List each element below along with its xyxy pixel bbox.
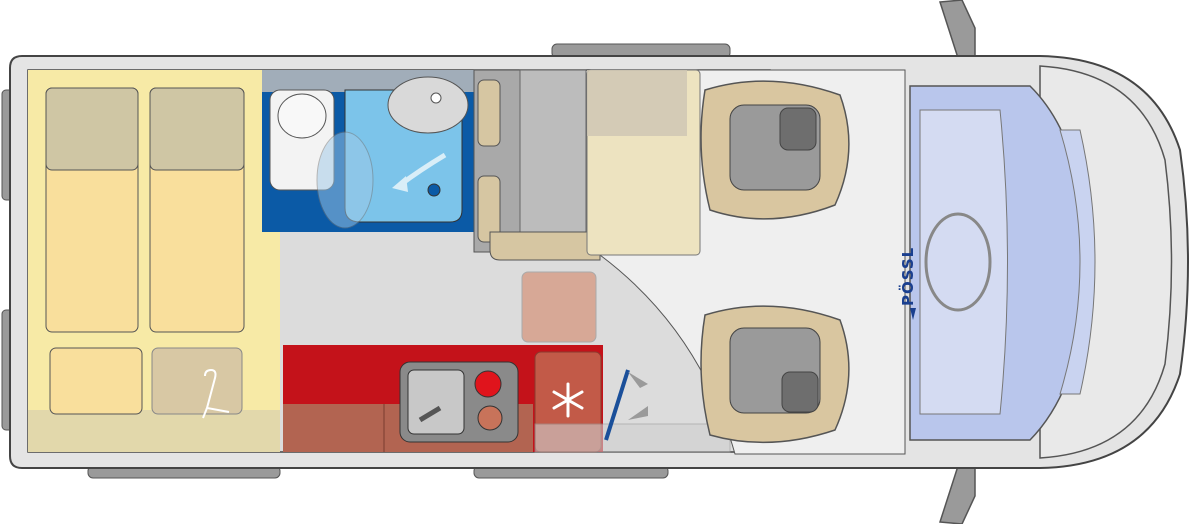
stove-burner-icon: [477, 405, 503, 431]
windshield-glass: [1059, 129, 1096, 395]
sliding-door: [604, 369, 630, 441]
basin-drain: [430, 92, 442, 104]
dashboard: [919, 109, 1008, 415]
wardrobe: [151, 347, 243, 415]
stove-burner-icon: [474, 370, 502, 398]
bed-cushion-top: [45, 87, 139, 171]
bench-base: [489, 231, 601, 261]
hanger-icon: [202, 368, 230, 419]
wardrobe: [49, 347, 143, 415]
bench-seat: [519, 69, 587, 253]
floor-hatch: [521, 271, 597, 343]
entry-step: [534, 423, 731, 453]
driver-seat: [700, 305, 850, 444]
mirror-bottom: [938, 465, 976, 524]
passenger-seat: [700, 80, 850, 220]
door-swing-arrowhead: [392, 176, 408, 192]
folding-door: [316, 131, 374, 229]
snowflake-icon: [552, 382, 584, 418]
faucet: [418, 405, 442, 423]
bench-cushion: [477, 79, 501, 147]
bed-cushion-top: [149, 87, 245, 171]
bed-lower-strip: [28, 410, 280, 452]
table-overhang: [587, 70, 687, 136]
mirror-top: [938, 0, 976, 59]
washbasin: [387, 76, 469, 134]
toilet: [277, 93, 327, 139]
step-arrow-icon: [628, 372, 648, 420]
brand-logo: PÖSSL: [898, 247, 917, 306]
shower-drain: [427, 183, 441, 197]
logo-swoosh: [910, 308, 916, 320]
steering-wheel: [924, 212, 992, 312]
sink-icon: [407, 369, 465, 435]
bench-cushion: [477, 175, 501, 243]
